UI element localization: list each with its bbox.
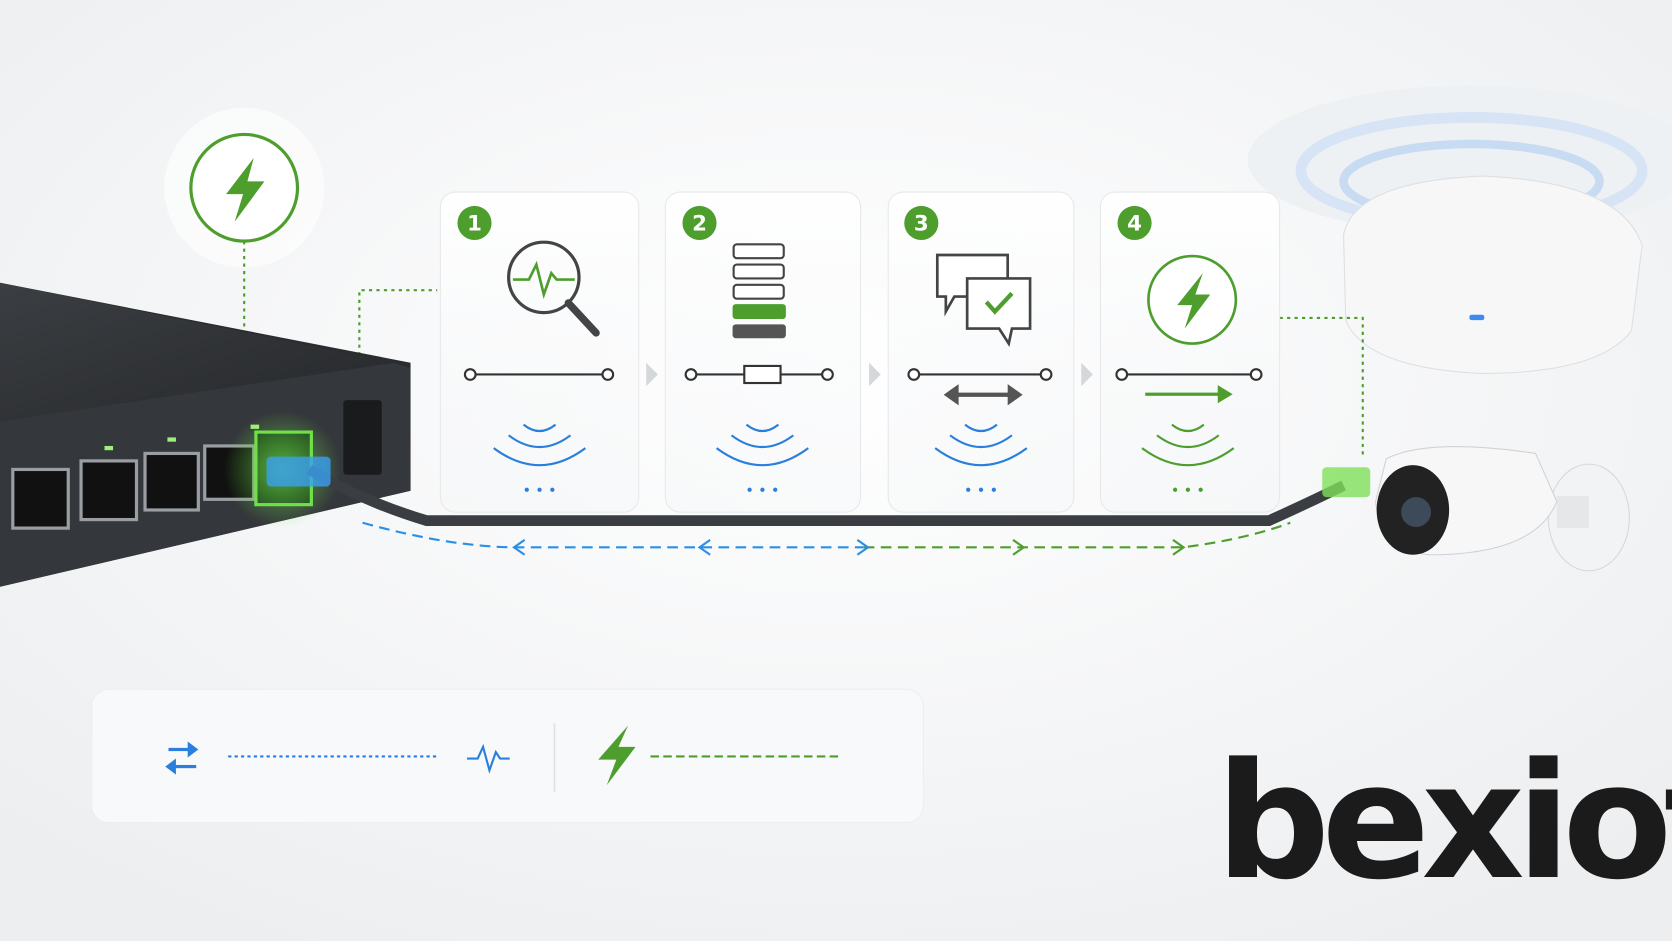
bidirectional-arrow-icon (943, 384, 1023, 406)
ip-camera (1375, 446, 1630, 572)
led-indicator (1469, 314, 1485, 321)
signal-waves-icon (715, 423, 809, 467)
signal-waves-icon (934, 423, 1028, 467)
step-number: 3 (914, 211, 929, 236)
signal-waves-icon (1141, 423, 1235, 467)
chat-check-icon (935, 253, 1032, 347)
step-number: 1 (467, 211, 482, 236)
step-card-1: 1 (439, 191, 640, 513)
lightning-bolt-icon (598, 725, 636, 786)
step-card-4: 4 (1099, 191, 1281, 513)
stacked-bars-icon (732, 243, 786, 339)
forward-arrow-icon (1145, 385, 1233, 404)
pulse-icon (467, 743, 510, 774)
brand-logo: bexiot (1216, 728, 1672, 915)
steps: 1 2 (439, 191, 1281, 513)
step-number: 2 (692, 211, 707, 236)
step-number: 4 (1127, 211, 1142, 236)
ethernet-cable (266, 456, 1371, 556)
step-card-3: 3 (887, 191, 1075, 513)
svg-text:bexiot: bexiot (1216, 728, 1672, 915)
ceiling-access-point (1247, 85, 1672, 374)
lightning-bolt-icon (226, 157, 265, 222)
power-badge (164, 107, 325, 353)
step-card-2: 2 (664, 191, 862, 513)
power-bolt-icon (1147, 254, 1238, 345)
magnifier-pulse-icon (507, 240, 600, 337)
legend-panel (91, 688, 924, 824)
signal-waves-icon (493, 423, 587, 467)
bidirectional-arrows-icon (165, 741, 199, 775)
